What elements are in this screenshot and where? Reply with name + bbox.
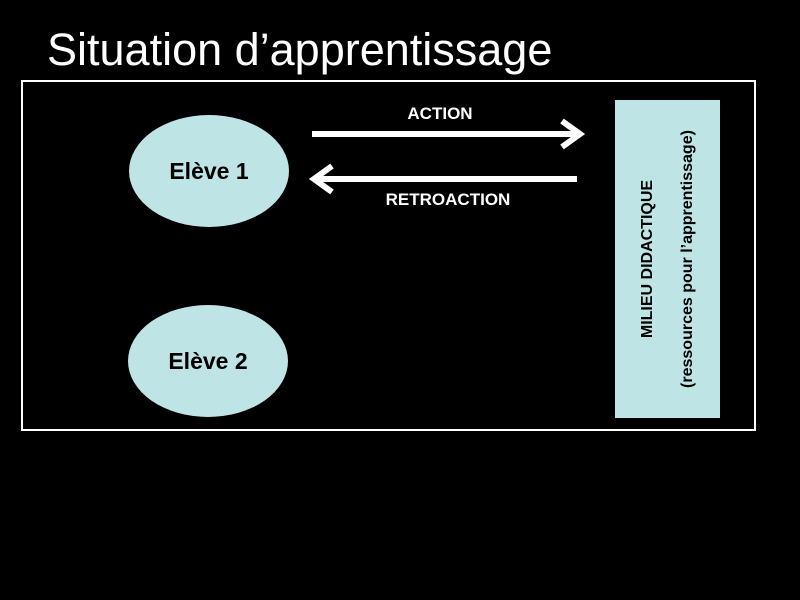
retroaction-label: RETROACTION (385, 190, 511, 209)
student-2-label: Elève 2 (168, 347, 248, 374)
action-label: ACTION (407, 104, 473, 123)
milieu-subtitle: (ressources pour l’apprentissage) (678, 130, 696, 388)
milieu-didactique-box: MILIEU DIDACTIQUE (ressources pour l’app… (615, 100, 720, 418)
student-1-label: Elève 1 (169, 157, 249, 184)
milieu-title: MILIEU DIDACTIQUE (638, 179, 656, 339)
diagram-frame (21, 80, 756, 431)
student-1-ellipse: Elève 1 (129, 115, 289, 227)
milieu-text: MILIEU DIDACTIQUE (ressources pour l’app… (628, 109, 708, 409)
slide-title: Situation d’apprentissage (47, 24, 553, 75)
student-2-ellipse: Elève 2 (128, 305, 288, 417)
